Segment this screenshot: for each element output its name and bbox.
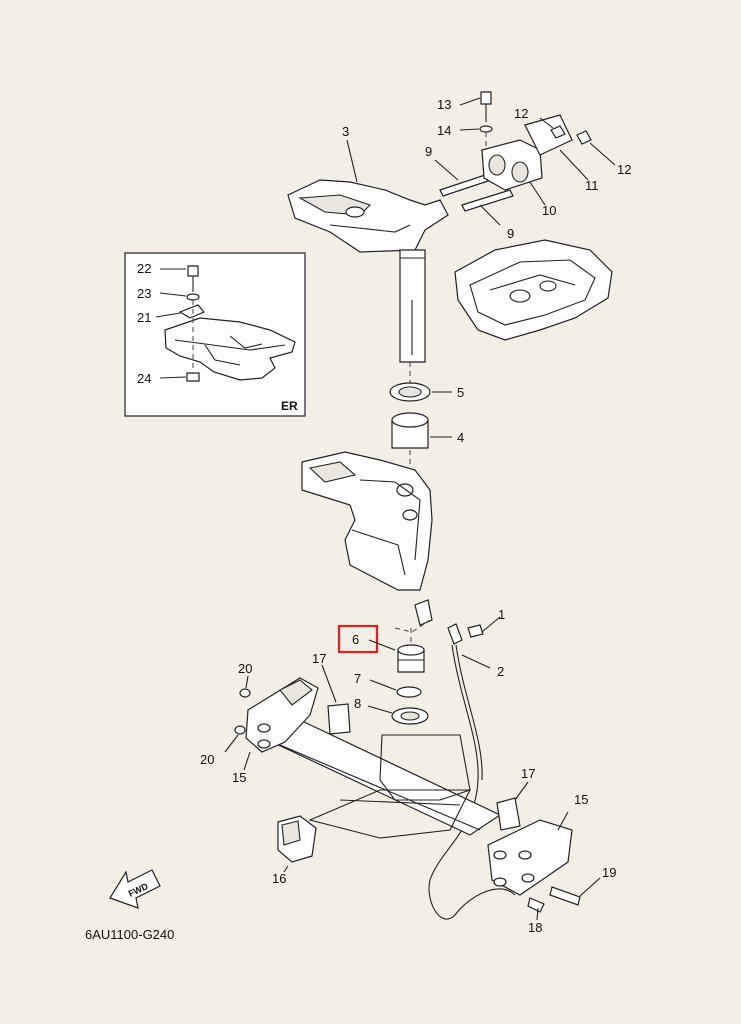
part-label-17b: 17 — [521, 766, 535, 781]
part-label-20a: 20 — [238, 661, 252, 676]
fwd-direction-arrow: FWD — [109, 869, 161, 909]
part-label-3: 3 — [342, 124, 349, 139]
part-label-9b: 9 — [507, 226, 514, 241]
part-label-8: 8 — [354, 696, 361, 711]
part-label-10: 10 — [542, 203, 556, 218]
part-label-12b: 12 — [617, 162, 631, 177]
part-label-23: 23 — [137, 286, 151, 301]
part-label-18: 18 — [528, 920, 542, 935]
bushing-part-6-group: 6 7 8 — [337, 624, 429, 725]
part-label-4: 4 — [457, 430, 464, 445]
part-label-2: 2 — [497, 664, 504, 679]
part-label-22: 22 — [137, 261, 151, 276]
clamp-bracket — [301, 451, 433, 591]
engine-base-outline — [454, 239, 613, 341]
part-label-15b: 15 — [574, 792, 588, 807]
inset-er-box: 22 23 21 24 ER — [124, 252, 306, 417]
bushing-parts-4-5: 5 4 — [389, 362, 464, 470]
part-label-6: 6 — [352, 632, 359, 647]
part-label-17a: 17 — [312, 651, 326, 666]
part-label-19: 19 — [602, 865, 616, 880]
part-label-13: 13 — [437, 97, 451, 112]
lower-mount-assembly: 15 17 20 20 16 15 17 18 19 — [200, 651, 616, 935]
upper-mount-assembly: 9 9 10 11 12 12 13 14 — [425, 91, 631, 241]
part-label-11: 11 — [585, 178, 599, 193]
diagram-code: 6AU1100-G240 — [85, 927, 174, 942]
inset-tag: ER — [281, 399, 298, 413]
part-label-7: 7 — [354, 671, 361, 686]
part-label-15a: 15 — [232, 770, 246, 785]
part-label-5: 5 — [457, 385, 464, 400]
part-label-12a: 12 — [514, 106, 528, 121]
part-label-1: 1 — [498, 607, 505, 622]
ground-lead-parts-1-2: 1 2 — [394, 599, 516, 920]
part-label-9a: 9 — [425, 144, 432, 159]
part-label-14: 14 — [437, 123, 451, 138]
highlight-box-part-6 — [337, 624, 379, 654]
swivel-bracket-part-3: 3 — [287, 124, 449, 363]
part-label-20b: 20 — [200, 752, 214, 767]
part-label-21: 21 — [137, 310, 151, 325]
part-label-16: 16 — [272, 871, 286, 886]
part-label-24: 24 — [137, 371, 151, 386]
